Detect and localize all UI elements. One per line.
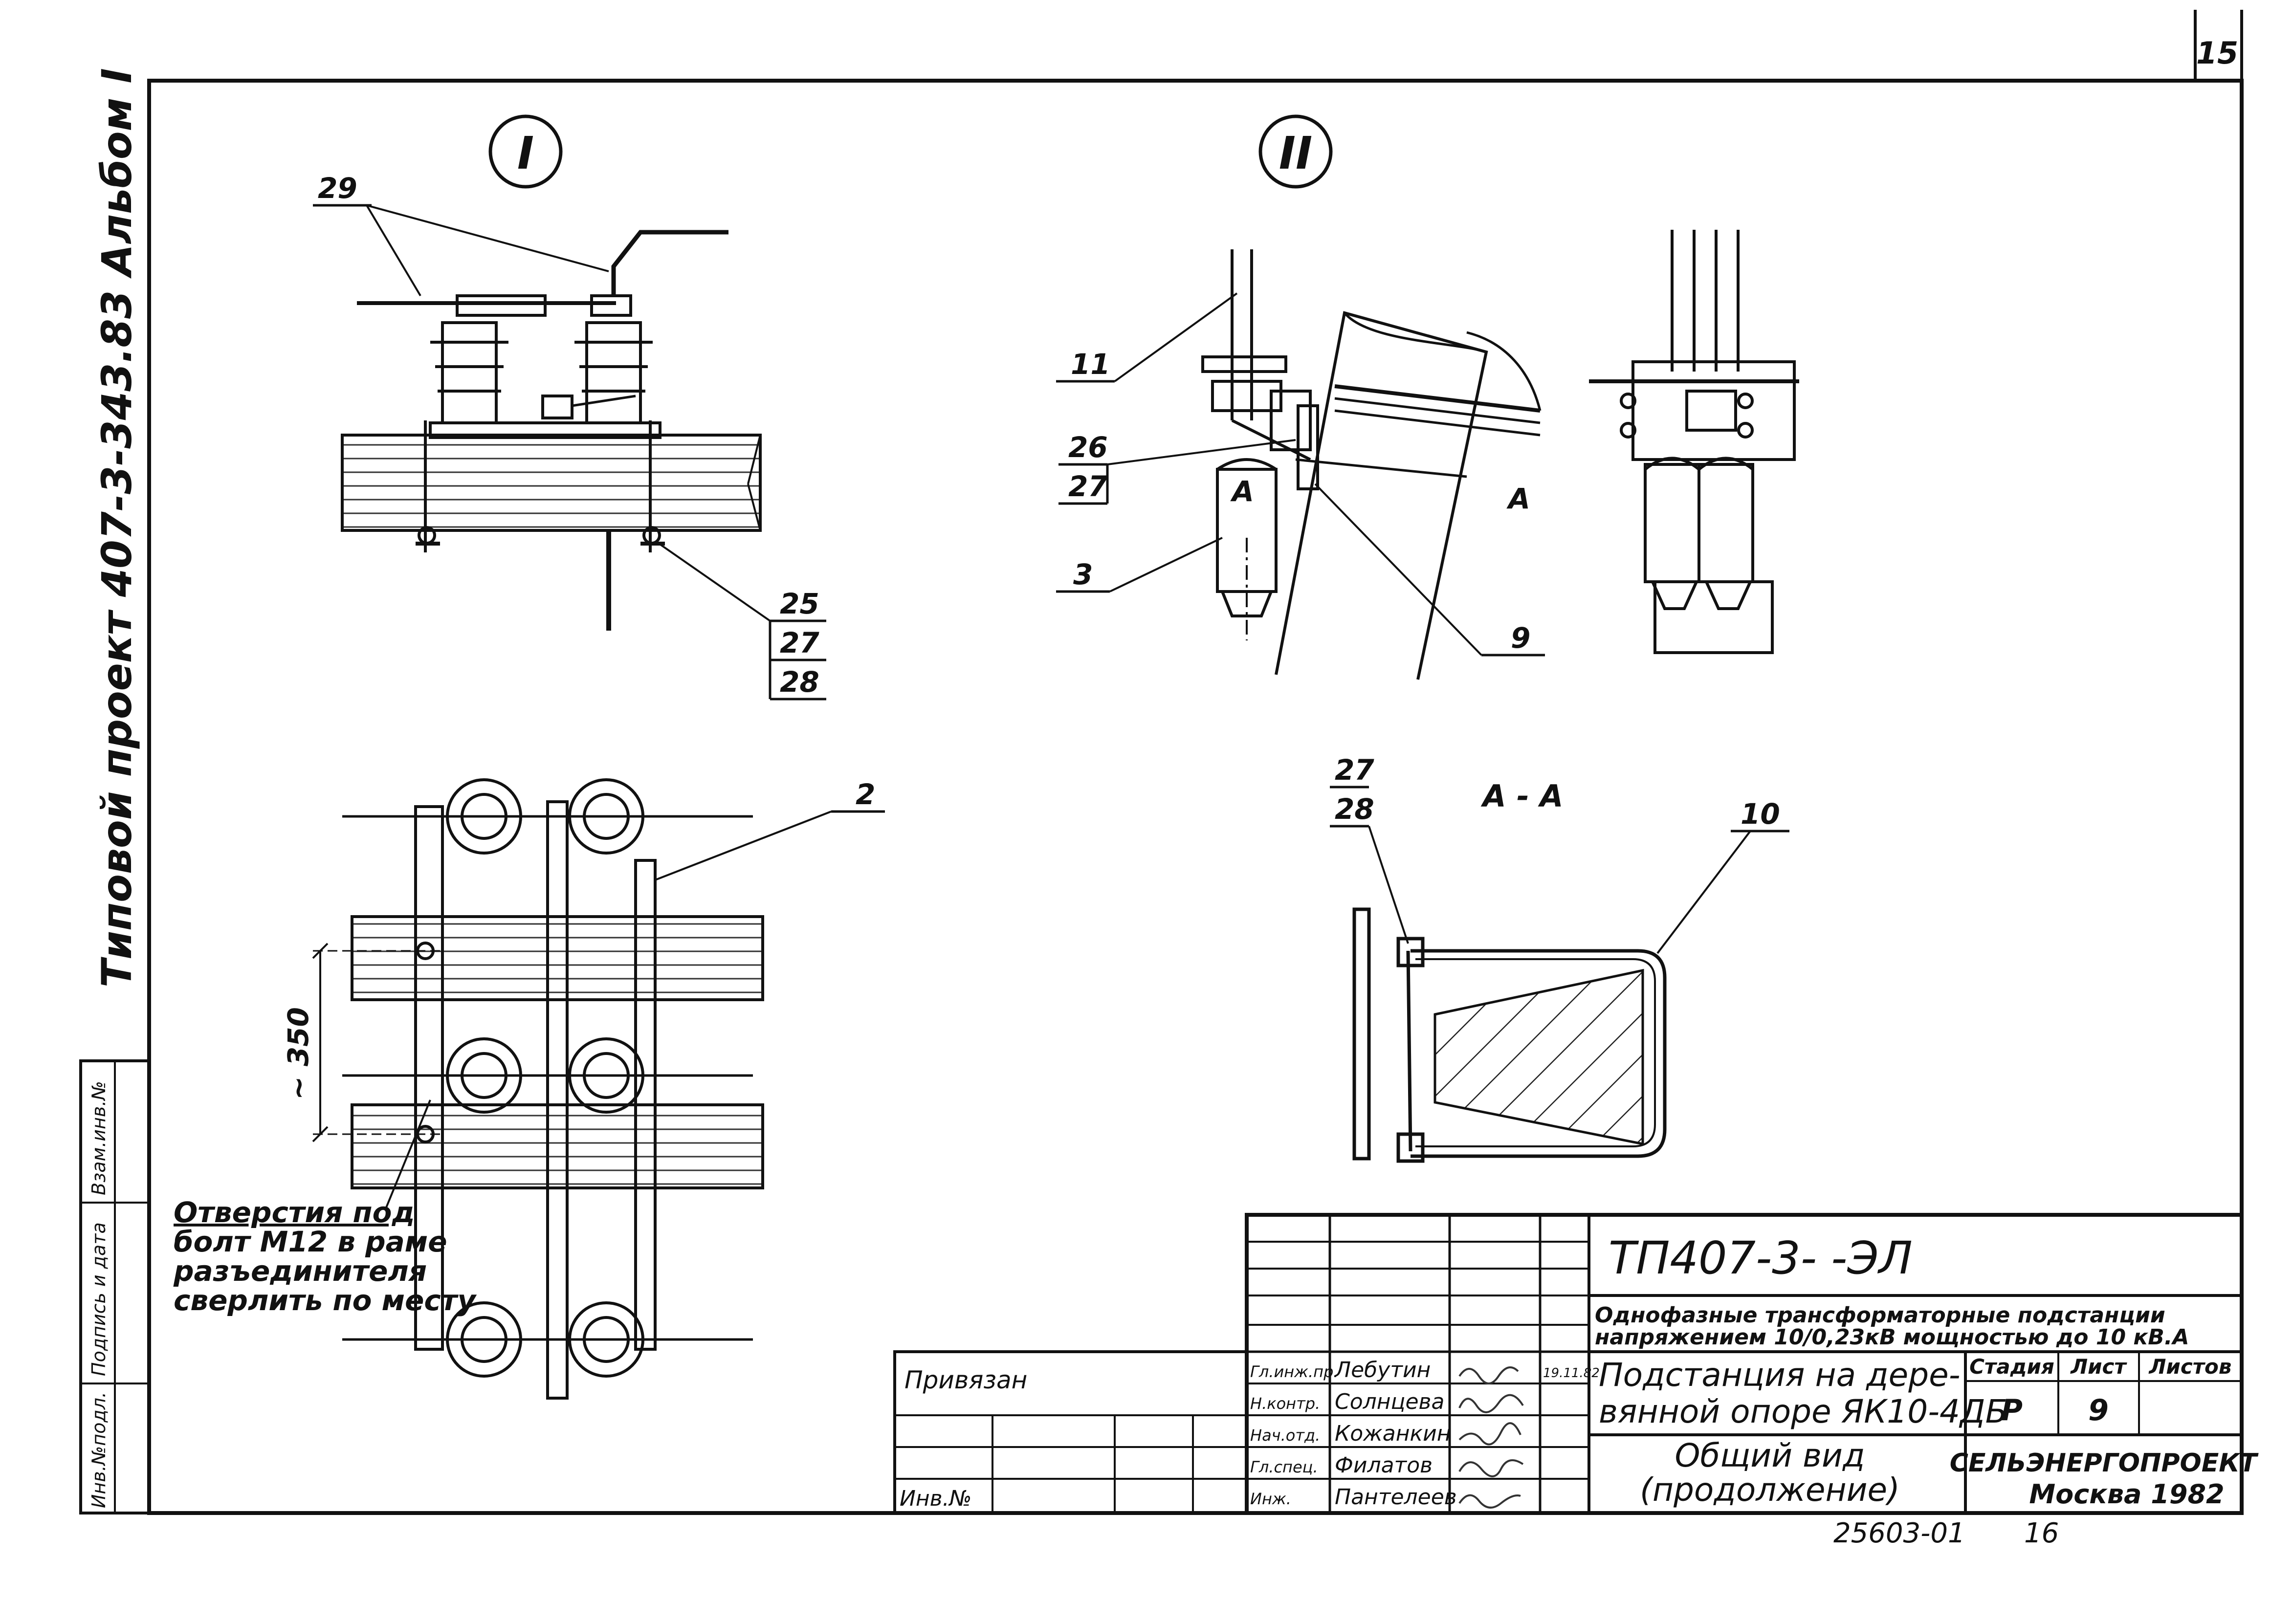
callout-2: 2 (856, 778, 875, 811)
role-3: Нач.отд. (1250, 1426, 1320, 1445)
callout-26: 26 (1068, 431, 1108, 464)
svg-text:болт М12 в раме: болт М12 в раме (174, 1225, 447, 1258)
view-label-1: I (488, 114, 563, 189)
sheet-title-1: Общий вид (1675, 1437, 1865, 1474)
object-name-1: Подстанция на дере- (1599, 1356, 1961, 1394)
callout-11: 11 (1071, 348, 1110, 381)
view-2-side (1201, 249, 1542, 680)
plan-callouts: 2 (655, 778, 885, 881)
side-stamp-text: Типовой проект 407-3-343.83 Альбом I (93, 68, 141, 988)
plan-view (312, 778, 764, 1400)
description-line-2: напряжением 10/0,23кВ мощностью до 10 кВ… (1595, 1325, 2189, 1350)
role-5: Инж. (1250, 1490, 1291, 1508)
callout-25: 25 (780, 587, 819, 620)
dimension-350: ~ 350 (282, 1007, 315, 1100)
svg-text:разъединителя: разъединителя (173, 1254, 427, 1288)
svg-text:II: II (1279, 127, 1312, 179)
stage-value: Р (2001, 1393, 2023, 1427)
name-4: Филатов (1335, 1453, 1433, 1478)
header-stage: Стадия (1969, 1355, 2054, 1379)
role-2: Н.контр. (1250, 1394, 1320, 1413)
privyazan-label: Привязан (904, 1366, 1027, 1394)
section-callouts: 27 28 10 (1330, 753, 1789, 954)
section-title: A - A (1480, 778, 1564, 814)
section-mark-right: A (1506, 482, 1530, 515)
view-label-2: II (1258, 114, 1333, 189)
svg-text:I: I (517, 127, 534, 179)
callout-27-a: 27 (780, 626, 819, 659)
sheet-value: 9 (2088, 1393, 2109, 1427)
name-5: Пантелеев (1335, 1485, 1457, 1510)
name-3: Кожанкин (1335, 1421, 1451, 1446)
svg-text:сверлить по месту: сверлить по месту (174, 1284, 477, 1317)
date: 19.11.82 (1543, 1366, 1600, 1381)
title-block-text: ТП407-3- -ЭЛ Однофазные трансформаторные… (900, 1232, 2259, 1511)
drawing-code: ТП407-3- -ЭЛ (1609, 1232, 1913, 1284)
callout-10: 10 (1741, 797, 1780, 831)
callout-28-c: 28 (1335, 792, 1374, 826)
page-number: 16 (2024, 1517, 2059, 1549)
header-sheet: Лист (2070, 1355, 2127, 1379)
callout-29: 29 (318, 172, 357, 205)
sheet-title-2: (продолжение) (1640, 1471, 1900, 1509)
section-a-a (1352, 907, 1667, 1163)
object-name-2: вянной опоре ЯК10-4ДБ (1599, 1393, 2007, 1430)
view-1-disconnector (341, 230, 762, 631)
archive-number: 25603-01 (1833, 1517, 1965, 1549)
view-2-callouts: 11 26 27 3 9 A A (1056, 292, 1545, 657)
callout-3: 3 (1073, 558, 1093, 591)
stamp-cell-2: Подпись и дата (88, 1222, 110, 1376)
callout-27-c: 27 (1335, 753, 1374, 787)
callout-27-b: 27 (1068, 470, 1108, 503)
title-block (893, 1213, 2244, 1515)
name-2: Солнцева (1335, 1389, 1444, 1414)
role-4: Гл.спец. (1250, 1458, 1318, 1476)
view-1-callouts: 29 25 27 28 (313, 172, 826, 701)
callout-9: 9 (1511, 621, 1530, 655)
signatures (1458, 1366, 1524, 1509)
section-mark-left: A (1230, 475, 1254, 508)
inv-label: Инв.№ (900, 1486, 971, 1511)
sheet-number: 15 (2196, 35, 2238, 71)
stamp-cell-3: Инв.№подл. (88, 1392, 110, 1508)
stamp-cell-1: Взам.инв.№ (88, 1081, 110, 1195)
city-year: Москва 1982 (2029, 1479, 2224, 1510)
org-name: СЕЛЬЭНЕРГОПРОЕКТ (1950, 1448, 2259, 1478)
role-1: Гл.инж.пр. (1250, 1362, 1339, 1381)
description-line-1: Однофазные трансформаторные подстанции (1595, 1303, 2165, 1328)
view-2-front (1589, 230, 1799, 654)
callout-28-a: 28 (780, 665, 819, 699)
header-sheets: Листов (2148, 1355, 2232, 1379)
name-1: Лебутин (1334, 1358, 1431, 1383)
note-holes: Отверстия под болт М12 в раме разъединит… (173, 1099, 477, 1317)
svg-text:Отверстия под: Отверстия под (174, 1196, 415, 1229)
side-stamp: Типовой проект 407-3-343.83 Альбом I Вза… (79, 68, 151, 1514)
